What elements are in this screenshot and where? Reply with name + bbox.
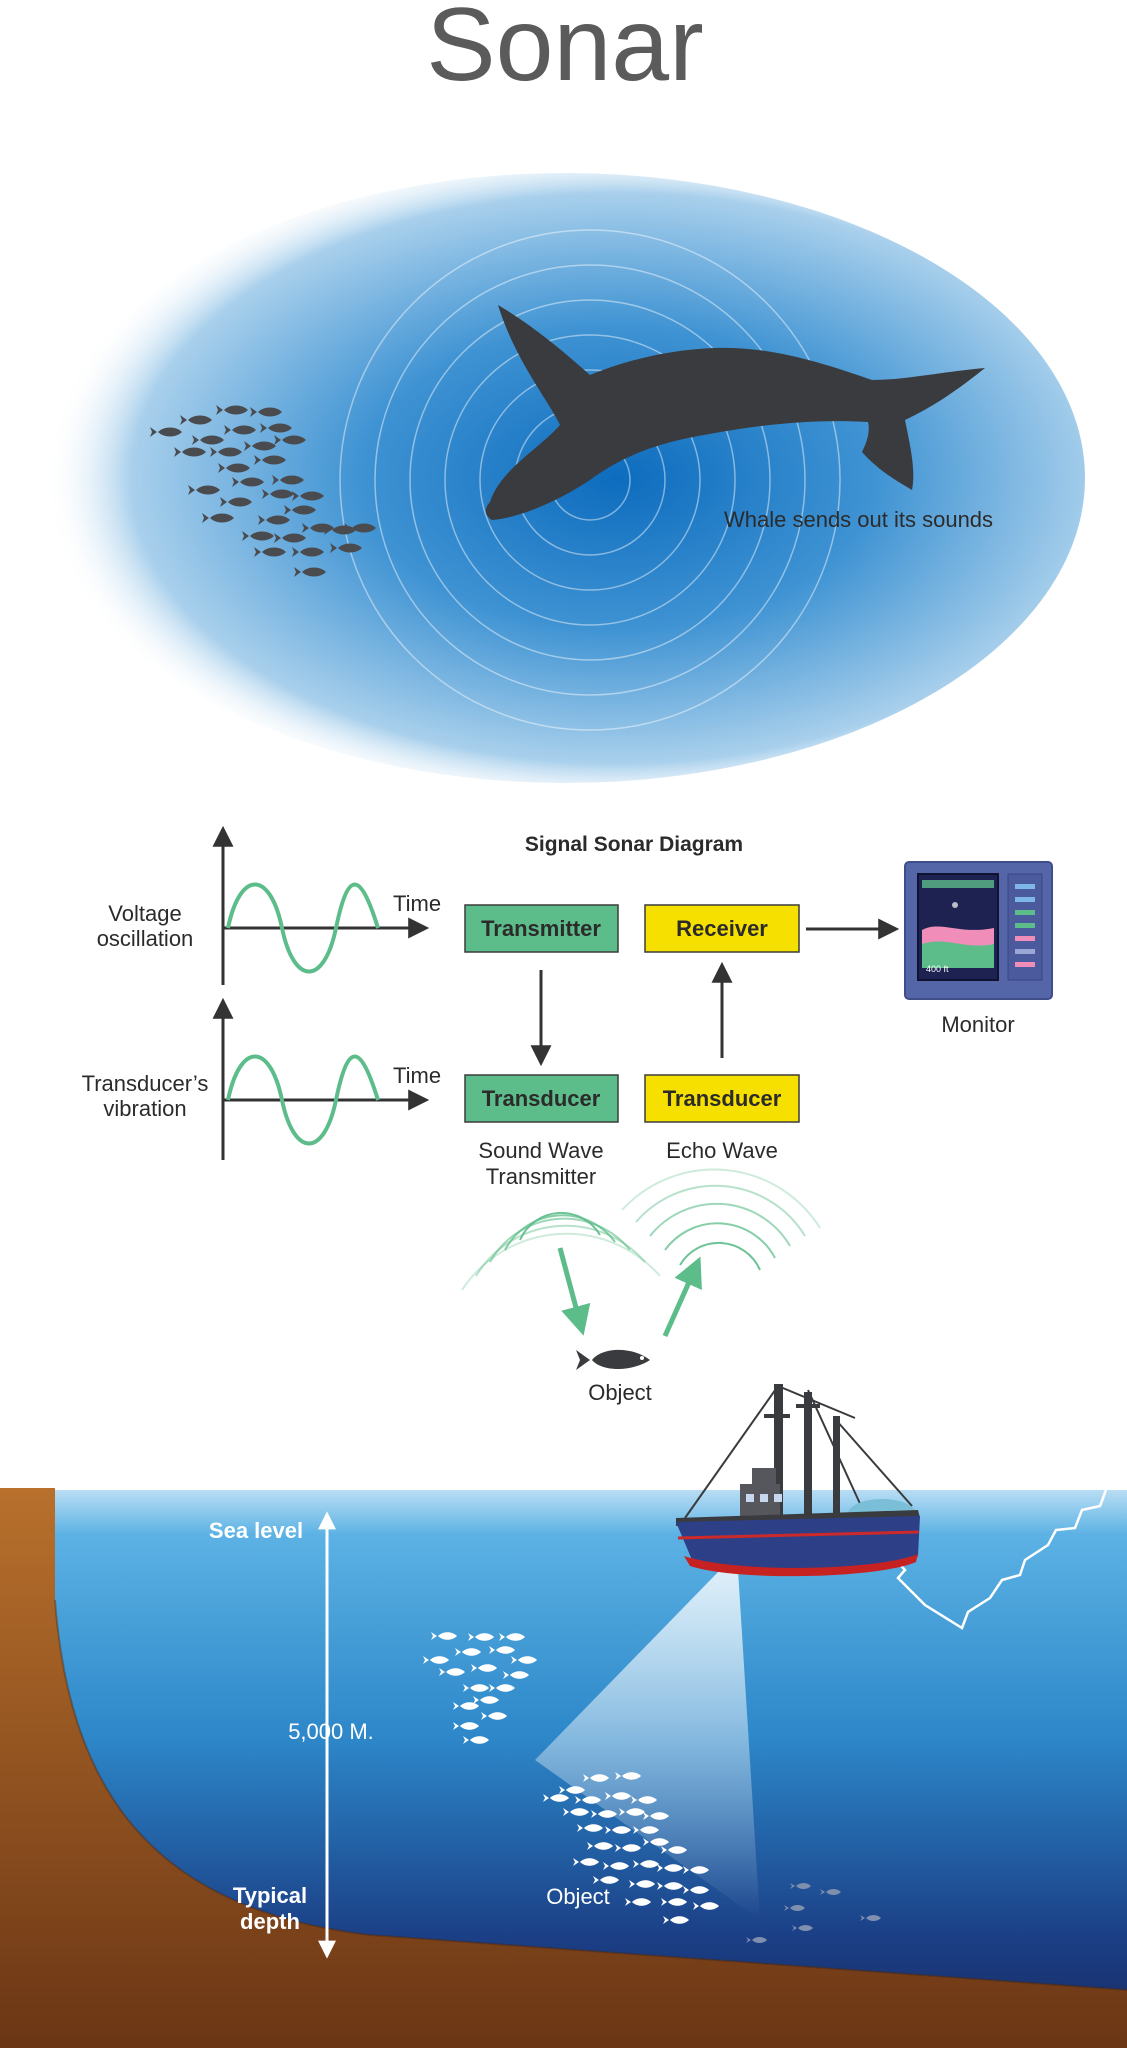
whale-icon	[485, 305, 985, 520]
signal-zigzag	[884, 1489, 1108, 1630]
time-label: Time	[393, 891, 441, 916]
receiver-label: Receiver	[676, 916, 768, 941]
monitor-caption: Monitor	[941, 1012, 1014, 1037]
transmitter-box: Transmitter	[464, 904, 619, 953]
transmitter-label: Transmitter	[481, 916, 601, 941]
time-label: Time	[393, 1063, 441, 1088]
typical-depth-line2: depth	[240, 1909, 300, 1934]
vibration-wave	[226, 1054, 380, 1146]
transducer-label-line1: Transducer’s	[82, 1071, 209, 1096]
signal-sonar-diagram: Signal Sonar Diagram Time Voltage oscill…	[82, 825, 1053, 1405]
sound-wave-caption-line2: Transmitter	[486, 1164, 596, 1189]
wave-to-object-arrow	[557, 1247, 591, 1336]
sound-wave-arcs	[461, 1212, 661, 1291]
transducer-send-box: Transducer	[464, 1074, 619, 1123]
monitor-icon: 400 ft	[904, 861, 1053, 1000]
sea-level-label: Sea level	[209, 1518, 303, 1543]
transducer-echo-box: Transducer	[644, 1074, 800, 1123]
typical-depth-line1: Typical	[233, 1883, 307, 1908]
transducer-send-label: Transducer	[482, 1086, 601, 1111]
voltage-label-line1: Voltage	[108, 901, 181, 926]
echo-wave-arcs	[621, 1168, 821, 1271]
sound-rings	[339, 229, 841, 731]
voltage-graph: Time Voltage oscillation	[97, 825, 441, 985]
sonar-beam	[535, 1570, 760, 1920]
receiver-box: Receiver	[644, 904, 800, 953]
fishing-boat-icon	[676, 1384, 920, 1577]
ocean-illustration: Sea level 5,000 M. Typical depth Object	[0, 1384, 1127, 2048]
depth-value-label: 5,000 M.	[288, 1719, 374, 1744]
monitor-screen-label: 400 ft	[926, 964, 949, 974]
sound-wave-caption-line1: Sound Wave	[478, 1138, 603, 1163]
page-title: Sonar	[426, 0, 704, 103]
seabed	[0, 1488, 1127, 2048]
ocean-object-label: Object	[546, 1884, 610, 1909]
diagram-heading: Signal Sonar Diagram	[525, 833, 743, 856]
transducer-echo-label: Transducer	[663, 1086, 782, 1111]
whale-caption: Whale sends out its sounds	[724, 507, 993, 532]
echo-wave-caption: Echo Wave	[666, 1138, 778, 1163]
echo-from-object-arrow	[662, 1256, 702, 1338]
transducer-label-line2: vibration	[103, 1096, 186, 1121]
transducer-graph: Time Transducer’s vibration	[82, 997, 441, 1160]
object-fish-icon	[576, 1349, 650, 1370]
whale-illustration: Whale sends out its sounds	[45, 173, 1085, 783]
voltage-label-line2: oscillation	[97, 926, 194, 951]
voltage-wave	[226, 882, 380, 974]
object-caption: Object	[588, 1380, 652, 1405]
